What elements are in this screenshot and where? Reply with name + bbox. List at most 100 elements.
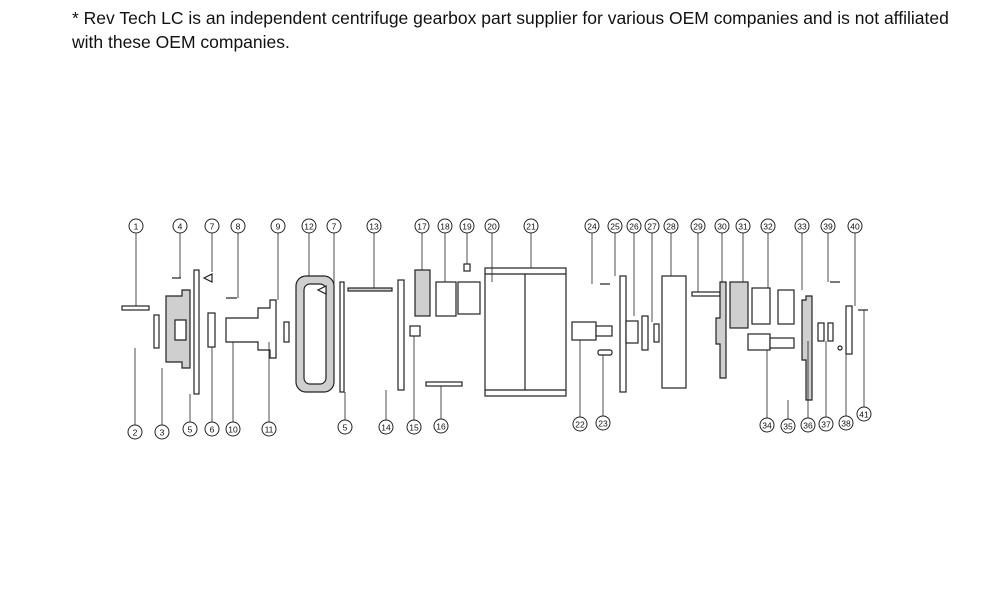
callout-number: 7 (332, 222, 337, 232)
callout-number: 17 (417, 222, 427, 232)
callout-circle (735, 218, 751, 234)
callout-circle (172, 218, 188, 234)
callout-circle (204, 218, 220, 234)
part-22 (571, 321, 597, 341)
callout-circle (225, 421, 241, 437)
part-13 (347, 287, 393, 292)
callout-number: 37 (821, 420, 831, 430)
part-29 (691, 291, 721, 297)
callout-circle (270, 218, 286, 234)
part-17 (414, 269, 431, 317)
callout-circle (261, 421, 277, 437)
part-26b (641, 315, 649, 351)
callout-number: 5 (188, 425, 193, 435)
part-11 (283, 321, 290, 343)
callout-number: 31 (738, 222, 748, 232)
disclaimer-text: * Rev Tech LC is an independent centrifu… (72, 8, 949, 52)
callout-circle (800, 417, 816, 433)
part-20 (457, 281, 481, 315)
callout-circle (459, 218, 475, 234)
part-7a (202, 273, 213, 283)
callout-number: 40 (850, 222, 860, 232)
callout-circle (337, 419, 353, 435)
callout-circle (644, 218, 660, 234)
callout-circle (780, 418, 796, 434)
callout-number: 19 (462, 222, 472, 232)
callout-number: 15 (409, 423, 419, 433)
part-34 (747, 333, 771, 351)
callout-number: 21 (526, 222, 536, 232)
part-14 (397, 279, 405, 391)
callout-circle (366, 218, 382, 234)
callout-number: 8 (236, 222, 241, 232)
callout-circle (326, 218, 342, 234)
callout-circle (595, 415, 611, 431)
callout-number: 28 (666, 222, 676, 232)
callout-number: 5 (343, 423, 348, 433)
callout-number: 36 (803, 421, 813, 431)
callout-number: 34 (762, 421, 772, 431)
part-40 (845, 305, 853, 355)
callout-number: 41 (859, 410, 869, 420)
part-16 (425, 381, 463, 387)
callout-circle (794, 218, 810, 234)
gearbox-parts (121, 263, 868, 401)
callout-number: 7 (210, 222, 215, 232)
callout-circle (820, 218, 836, 234)
callout-number: 6 (210, 425, 215, 435)
part-19 (463, 263, 471, 272)
part-1 (121, 305, 150, 311)
part-26 (625, 320, 639, 344)
callout-circle (378, 419, 394, 435)
part-28 (661, 275, 687, 389)
callout-circle (838, 415, 854, 431)
callout-circle (714, 218, 730, 234)
callout-number: 38 (841, 419, 851, 429)
callout-circle (433, 418, 449, 434)
callout-number: 10 (228, 425, 238, 435)
callout-circle (127, 424, 143, 440)
callout-circle (484, 218, 500, 234)
callout-number: 12 (304, 222, 314, 232)
part-5a (193, 269, 200, 395)
callout-circle (406, 419, 422, 435)
callout-circle (847, 218, 863, 234)
callout-number: 32 (763, 222, 773, 232)
callout-number: 27 (647, 222, 657, 232)
part-18 (435, 281, 457, 317)
callout-number: 39 (823, 222, 833, 232)
part-5b (339, 281, 345, 393)
callout-number: 16 (436, 422, 446, 432)
part-33 (777, 289, 795, 325)
callout-number: 1 (134, 222, 139, 232)
callout-circle (759, 417, 775, 433)
callout-circle (414, 218, 430, 234)
part-25 (619, 275, 627, 393)
part-6 (207, 312, 216, 348)
callout-number: 35 (783, 422, 793, 432)
part-31 (729, 281, 749, 329)
callout-circle (760, 218, 776, 234)
part-32 (751, 287, 771, 325)
callout-number: 18 (440, 222, 450, 232)
part-7b (316, 285, 327, 295)
part-35 (801, 295, 813, 401)
part-38 (837, 345, 843, 351)
callout-number: 20 (487, 222, 497, 232)
callout-number: 22 (575, 420, 585, 430)
part-37 (827, 322, 834, 342)
callout-number: 11 (265, 425, 274, 435)
callout-number: 23 (598, 419, 608, 429)
callout-number: 9 (276, 222, 281, 232)
callout-number: 14 (381, 423, 391, 433)
callout-circle (572, 416, 588, 432)
part-27 (653, 323, 660, 343)
part-15 (409, 325, 421, 337)
callout-circle (818, 416, 834, 432)
callout-number: 13 (369, 222, 379, 232)
part-10 (225, 299, 277, 359)
callout-circle (856, 406, 872, 422)
callout-number: 30 (717, 222, 727, 232)
